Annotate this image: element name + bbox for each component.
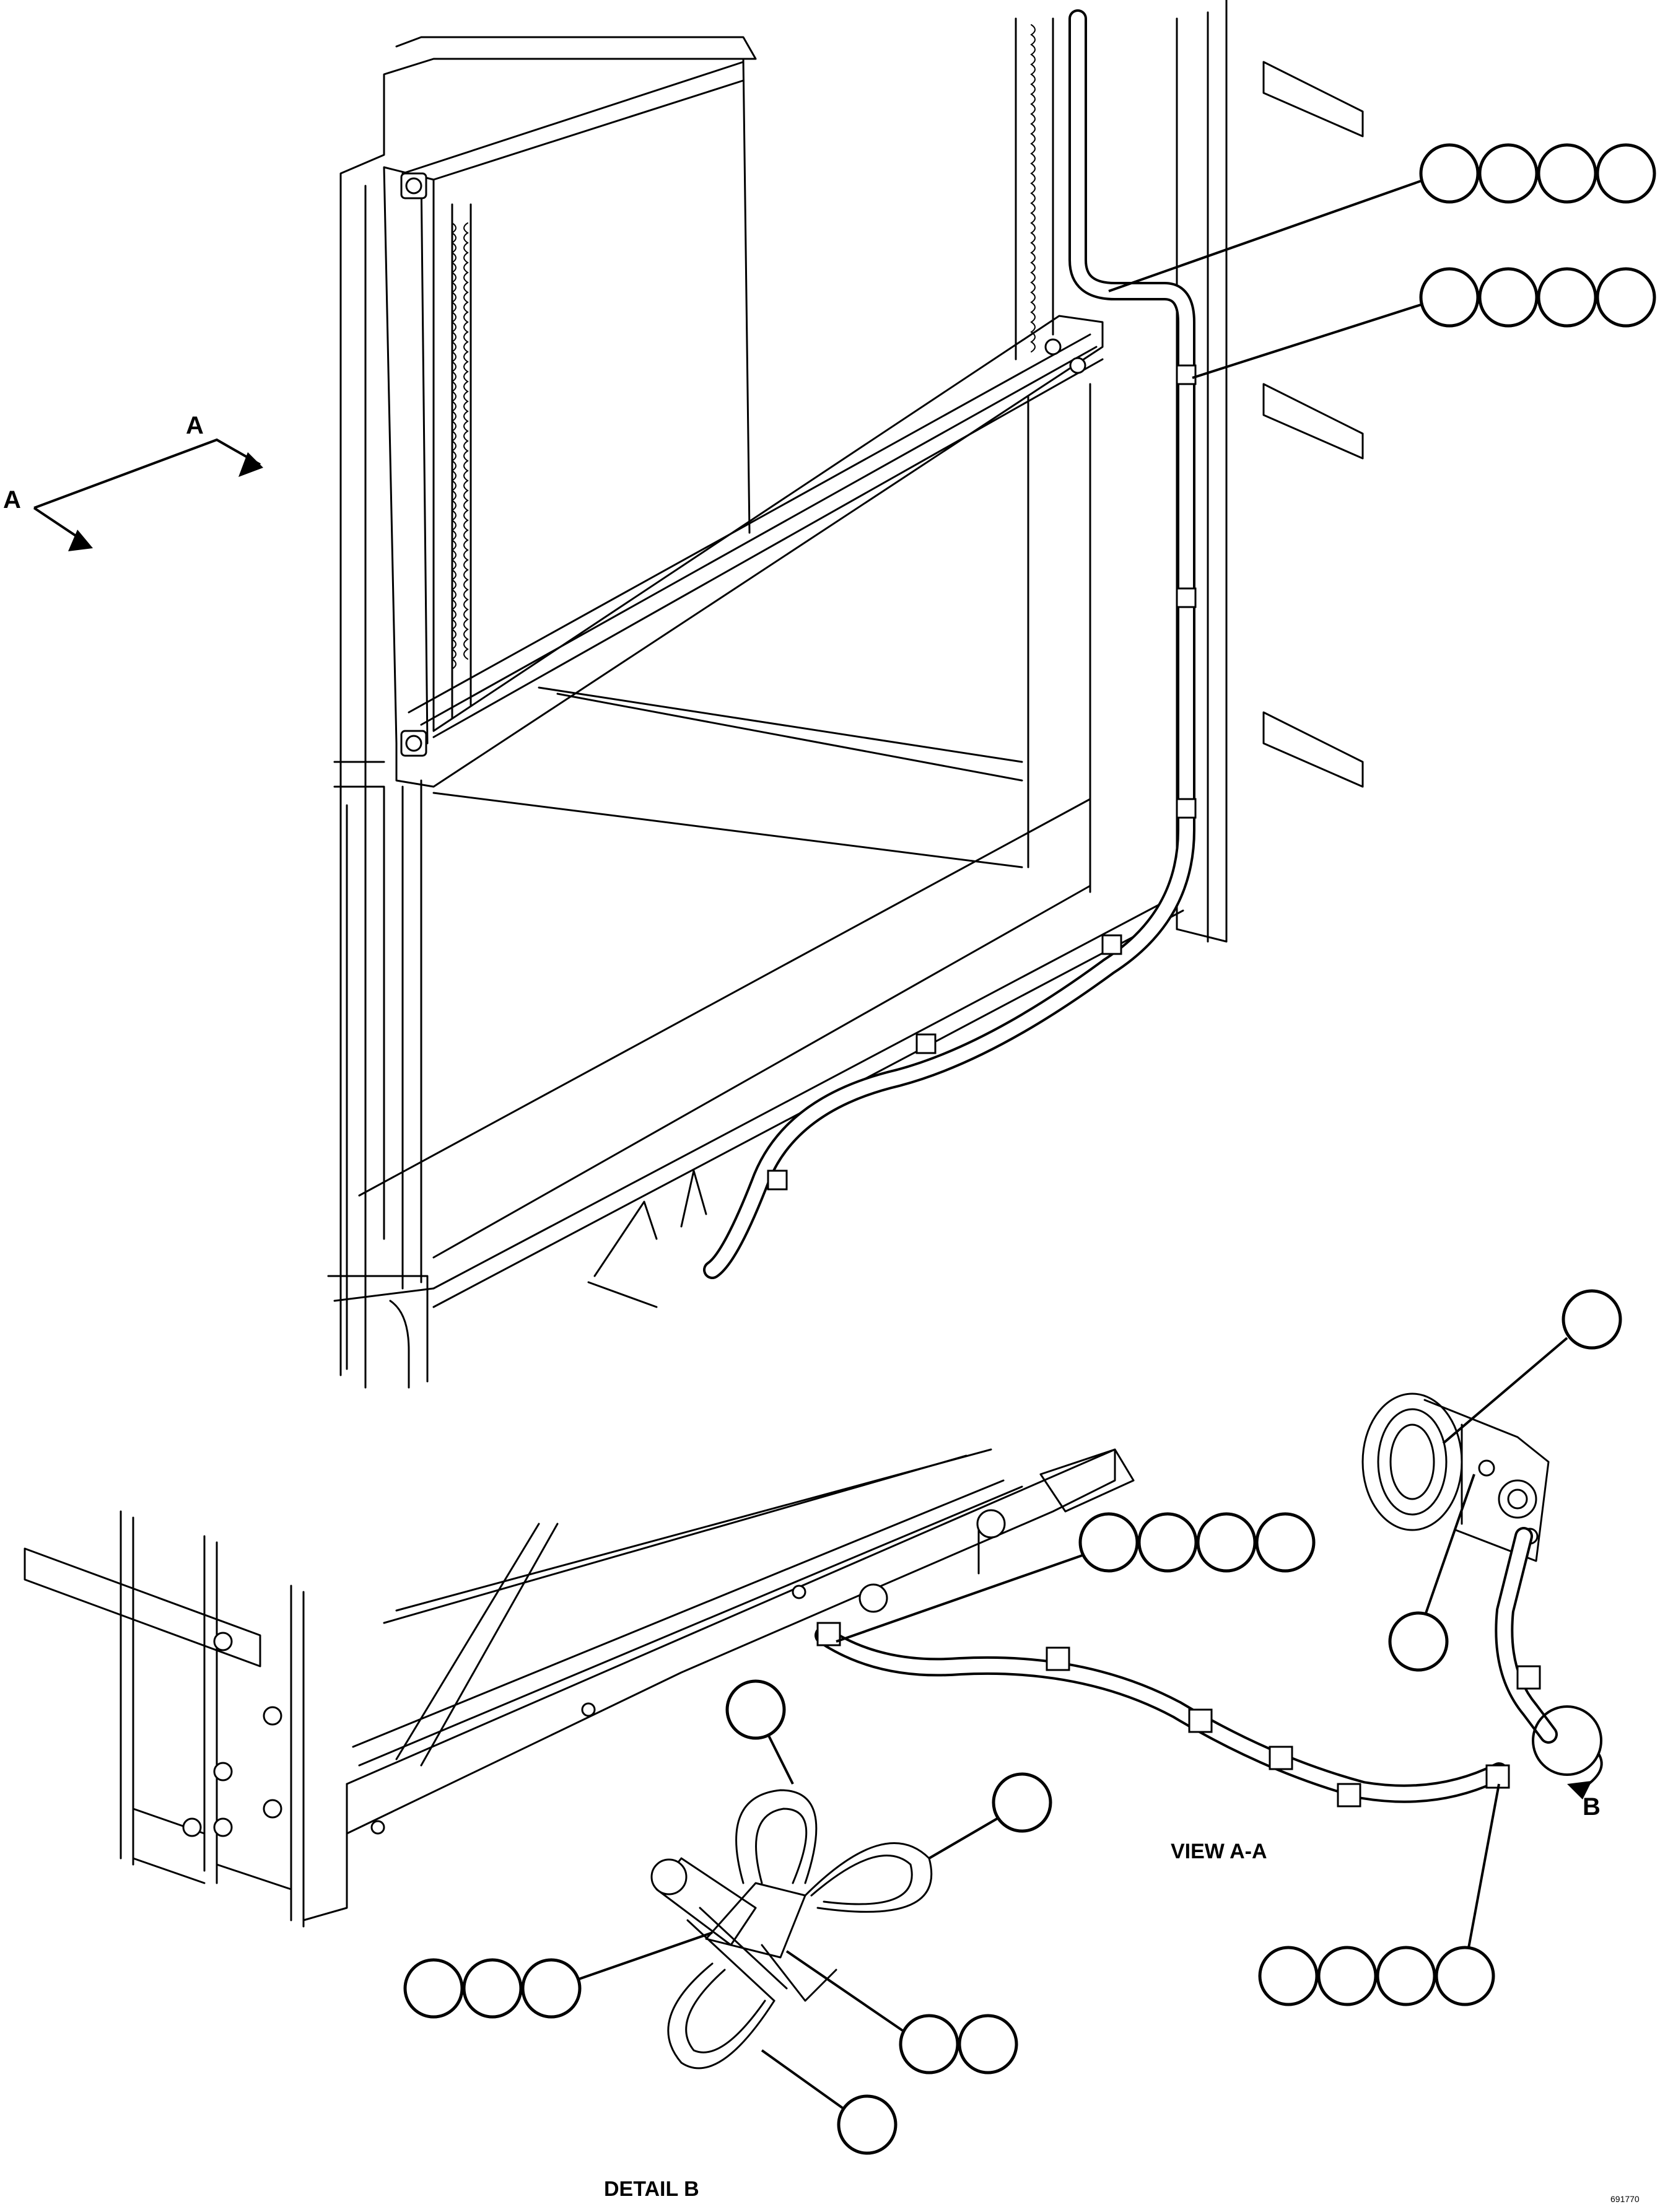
ac-compressor xyxy=(1361,1392,1550,1562)
callout-group-detail-left xyxy=(403,1931,713,2019)
callout-group-detail-mid xyxy=(785,1950,1018,2074)
hose-clip xyxy=(1516,1665,1541,1690)
hose-clip xyxy=(1188,1708,1213,1733)
figure-id: 691770 xyxy=(1610,2194,1640,2204)
hose-clip xyxy=(1046,1646,1070,1671)
hose-clip xyxy=(1176,798,1197,819)
hose-clip xyxy=(1176,364,1197,385)
detail-title: DETAIL B xyxy=(604,2177,699,2201)
coil-tubes-right xyxy=(1015,17,1054,361)
section-label-a1: A xyxy=(186,412,204,439)
callout-compressor-left xyxy=(1388,1474,1475,1672)
ac-hose-lower: B xyxy=(815,1527,1603,1821)
callout-detail-top xyxy=(725,1679,794,1785)
detail-arrow-label: B xyxy=(1583,1793,1601,1821)
section-arrows-a: A A xyxy=(3,412,263,551)
detail-b-clamp xyxy=(650,1789,933,2070)
hose-clip xyxy=(816,1622,841,1646)
coil-tubes-left xyxy=(451,222,469,670)
frame-bolt xyxy=(976,1509,1006,1539)
hose-clip xyxy=(915,1033,937,1054)
callout-detail-right xyxy=(928,1772,1052,1860)
view-a-a xyxy=(24,1448,1135,1928)
condenser-assembly xyxy=(327,0,1364,1389)
hose-clip xyxy=(767,1169,788,1191)
hose-clip xyxy=(1176,587,1197,608)
hose-clip xyxy=(1269,1746,1293,1770)
callout-group-hose-view xyxy=(836,1512,1316,1643)
hose-clip xyxy=(1337,1783,1361,1808)
callout-compressor-top xyxy=(1442,1289,1622,1445)
frame-bolt xyxy=(858,1583,888,1613)
detail-b-marker xyxy=(1532,1705,1602,1776)
view-title: VIEW A-A xyxy=(1171,1840,1267,1863)
ac-hose-upper xyxy=(703,9,1197,1279)
callout-group-clamp-bottom xyxy=(1258,1783,1500,2006)
callout-group-top-1 xyxy=(1108,143,1656,292)
section-label-a2: A xyxy=(3,486,21,514)
hose-clip xyxy=(1101,934,1122,955)
callout-group-top-2 xyxy=(1192,267,1656,379)
callout-detail-bottom xyxy=(761,2049,898,2155)
